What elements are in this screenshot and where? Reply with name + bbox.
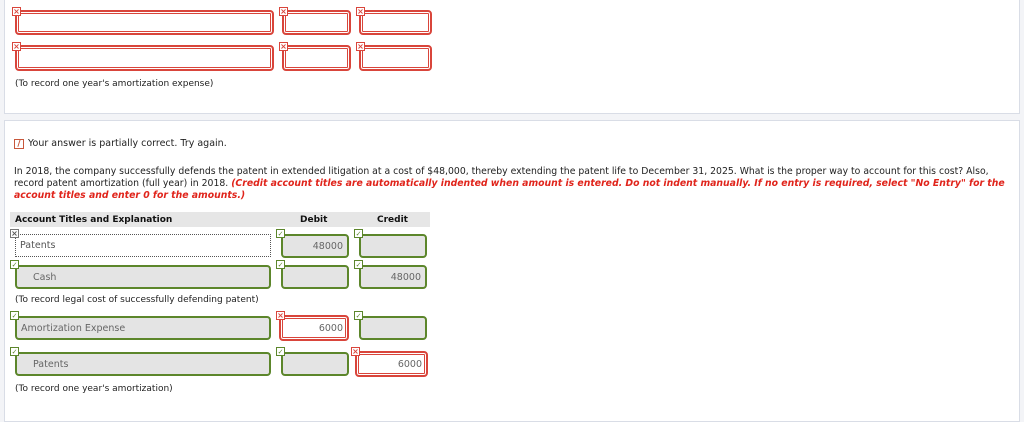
correct-mark-icon: ✓	[354, 260, 363, 269]
correct-mark-icon: ✓	[276, 347, 285, 356]
correct-mark-icon: ✓	[276, 229, 285, 238]
question-instructions: (Credit account titles are automatically…	[14, 178, 1005, 201]
entry-explanation: (To record one year's amortization)	[15, 384, 173, 394]
credit-input[interactable]: 48000	[359, 265, 427, 289]
correct-mark-icon: ✓	[354, 229, 363, 238]
debit-input[interactable]: 6000	[279, 315, 349, 341]
correct-mark-icon: ✓	[276, 260, 285, 269]
credit-input[interactable]	[359, 45, 432, 71]
incorrect-mark-icon: ×	[279, 7, 288, 16]
incorrect-mark-icon: ×	[12, 42, 21, 51]
partially-correct-icon: /	[14, 138, 24, 149]
debit-input[interactable]	[282, 45, 351, 71]
credit-input[interactable]	[359, 316, 427, 340]
account-title-input[interactable]: Patents	[15, 352, 271, 376]
entry-explanation: (To record one year's amortization expen…	[15, 79, 214, 89]
credit-input[interactable]: 6000	[355, 351, 428, 377]
correct-mark-icon: ✓	[10, 260, 19, 269]
feedback-text: Your answer is partially correct. Try ag…	[28, 138, 227, 149]
correct-mark-icon: ✓	[10, 311, 19, 320]
account-title-input[interactable]	[15, 45, 274, 71]
question-text: In 2018, the company successfully defend…	[14, 166, 1014, 202]
account-title-input[interactable]	[15, 10, 274, 35]
debit-input[interactable]	[282, 10, 351, 35]
incorrect-mark-icon: ×	[356, 42, 365, 51]
incorrect-mark-icon: ×	[276, 311, 285, 320]
debit-input[interactable]: 48000	[281, 234, 349, 258]
incorrect-mark-icon: ×	[351, 347, 360, 356]
feedback-message: / Your answer is partially correct. Try …	[14, 138, 227, 149]
journal-header	[10, 212, 430, 227]
account-title-input[interactable]: Patents	[15, 234, 271, 257]
incorrect-mark-icon: ×	[10, 229, 19, 238]
incorrect-mark-icon: ×	[356, 7, 365, 16]
incorrect-mark-icon: ×	[279, 42, 288, 51]
credit-input[interactable]	[359, 10, 432, 35]
debit-input[interactable]	[281, 265, 349, 289]
correct-mark-icon: ✓	[10, 347, 19, 356]
header-debit: Debit	[300, 215, 328, 225]
correct-mark-icon: ✓	[354, 311, 363, 320]
question-body: In 2018, the company successfully defend…	[14, 166, 989, 189]
header-account-titles: Account Titles and Explanation	[15, 215, 173, 225]
header-credit: Credit	[377, 215, 408, 225]
account-title-input[interactable]: Cash	[15, 265, 271, 289]
incorrect-mark-icon: ×	[12, 7, 21, 16]
debit-input[interactable]	[281, 352, 349, 376]
entry-explanation: (To record legal cost of successfully de…	[15, 295, 259, 305]
account-title-input[interactable]: Amortization Expense	[15, 316, 271, 340]
credit-input[interactable]	[359, 234, 427, 258]
